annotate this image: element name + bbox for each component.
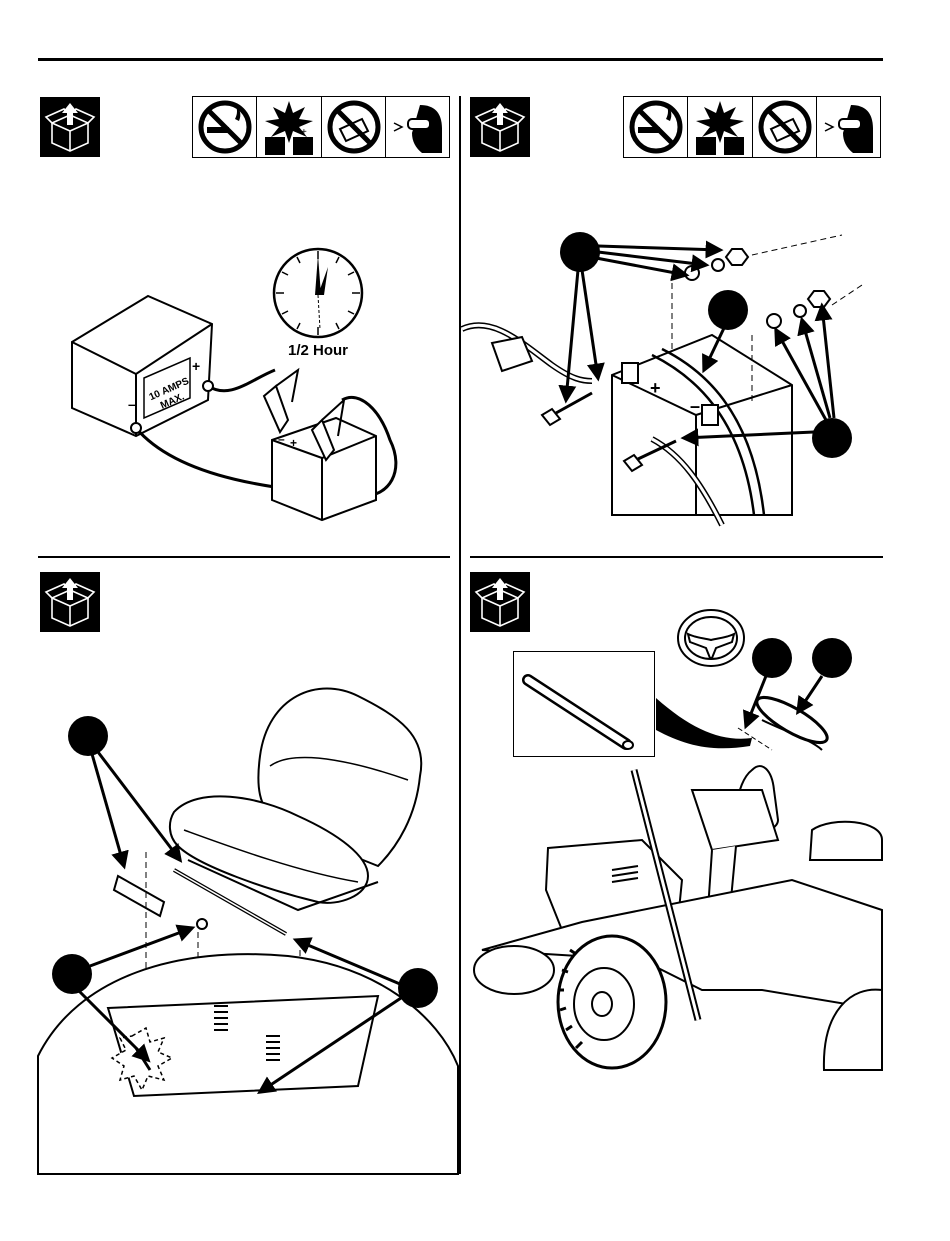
steering-callout-arrows xyxy=(0,0,950,1241)
